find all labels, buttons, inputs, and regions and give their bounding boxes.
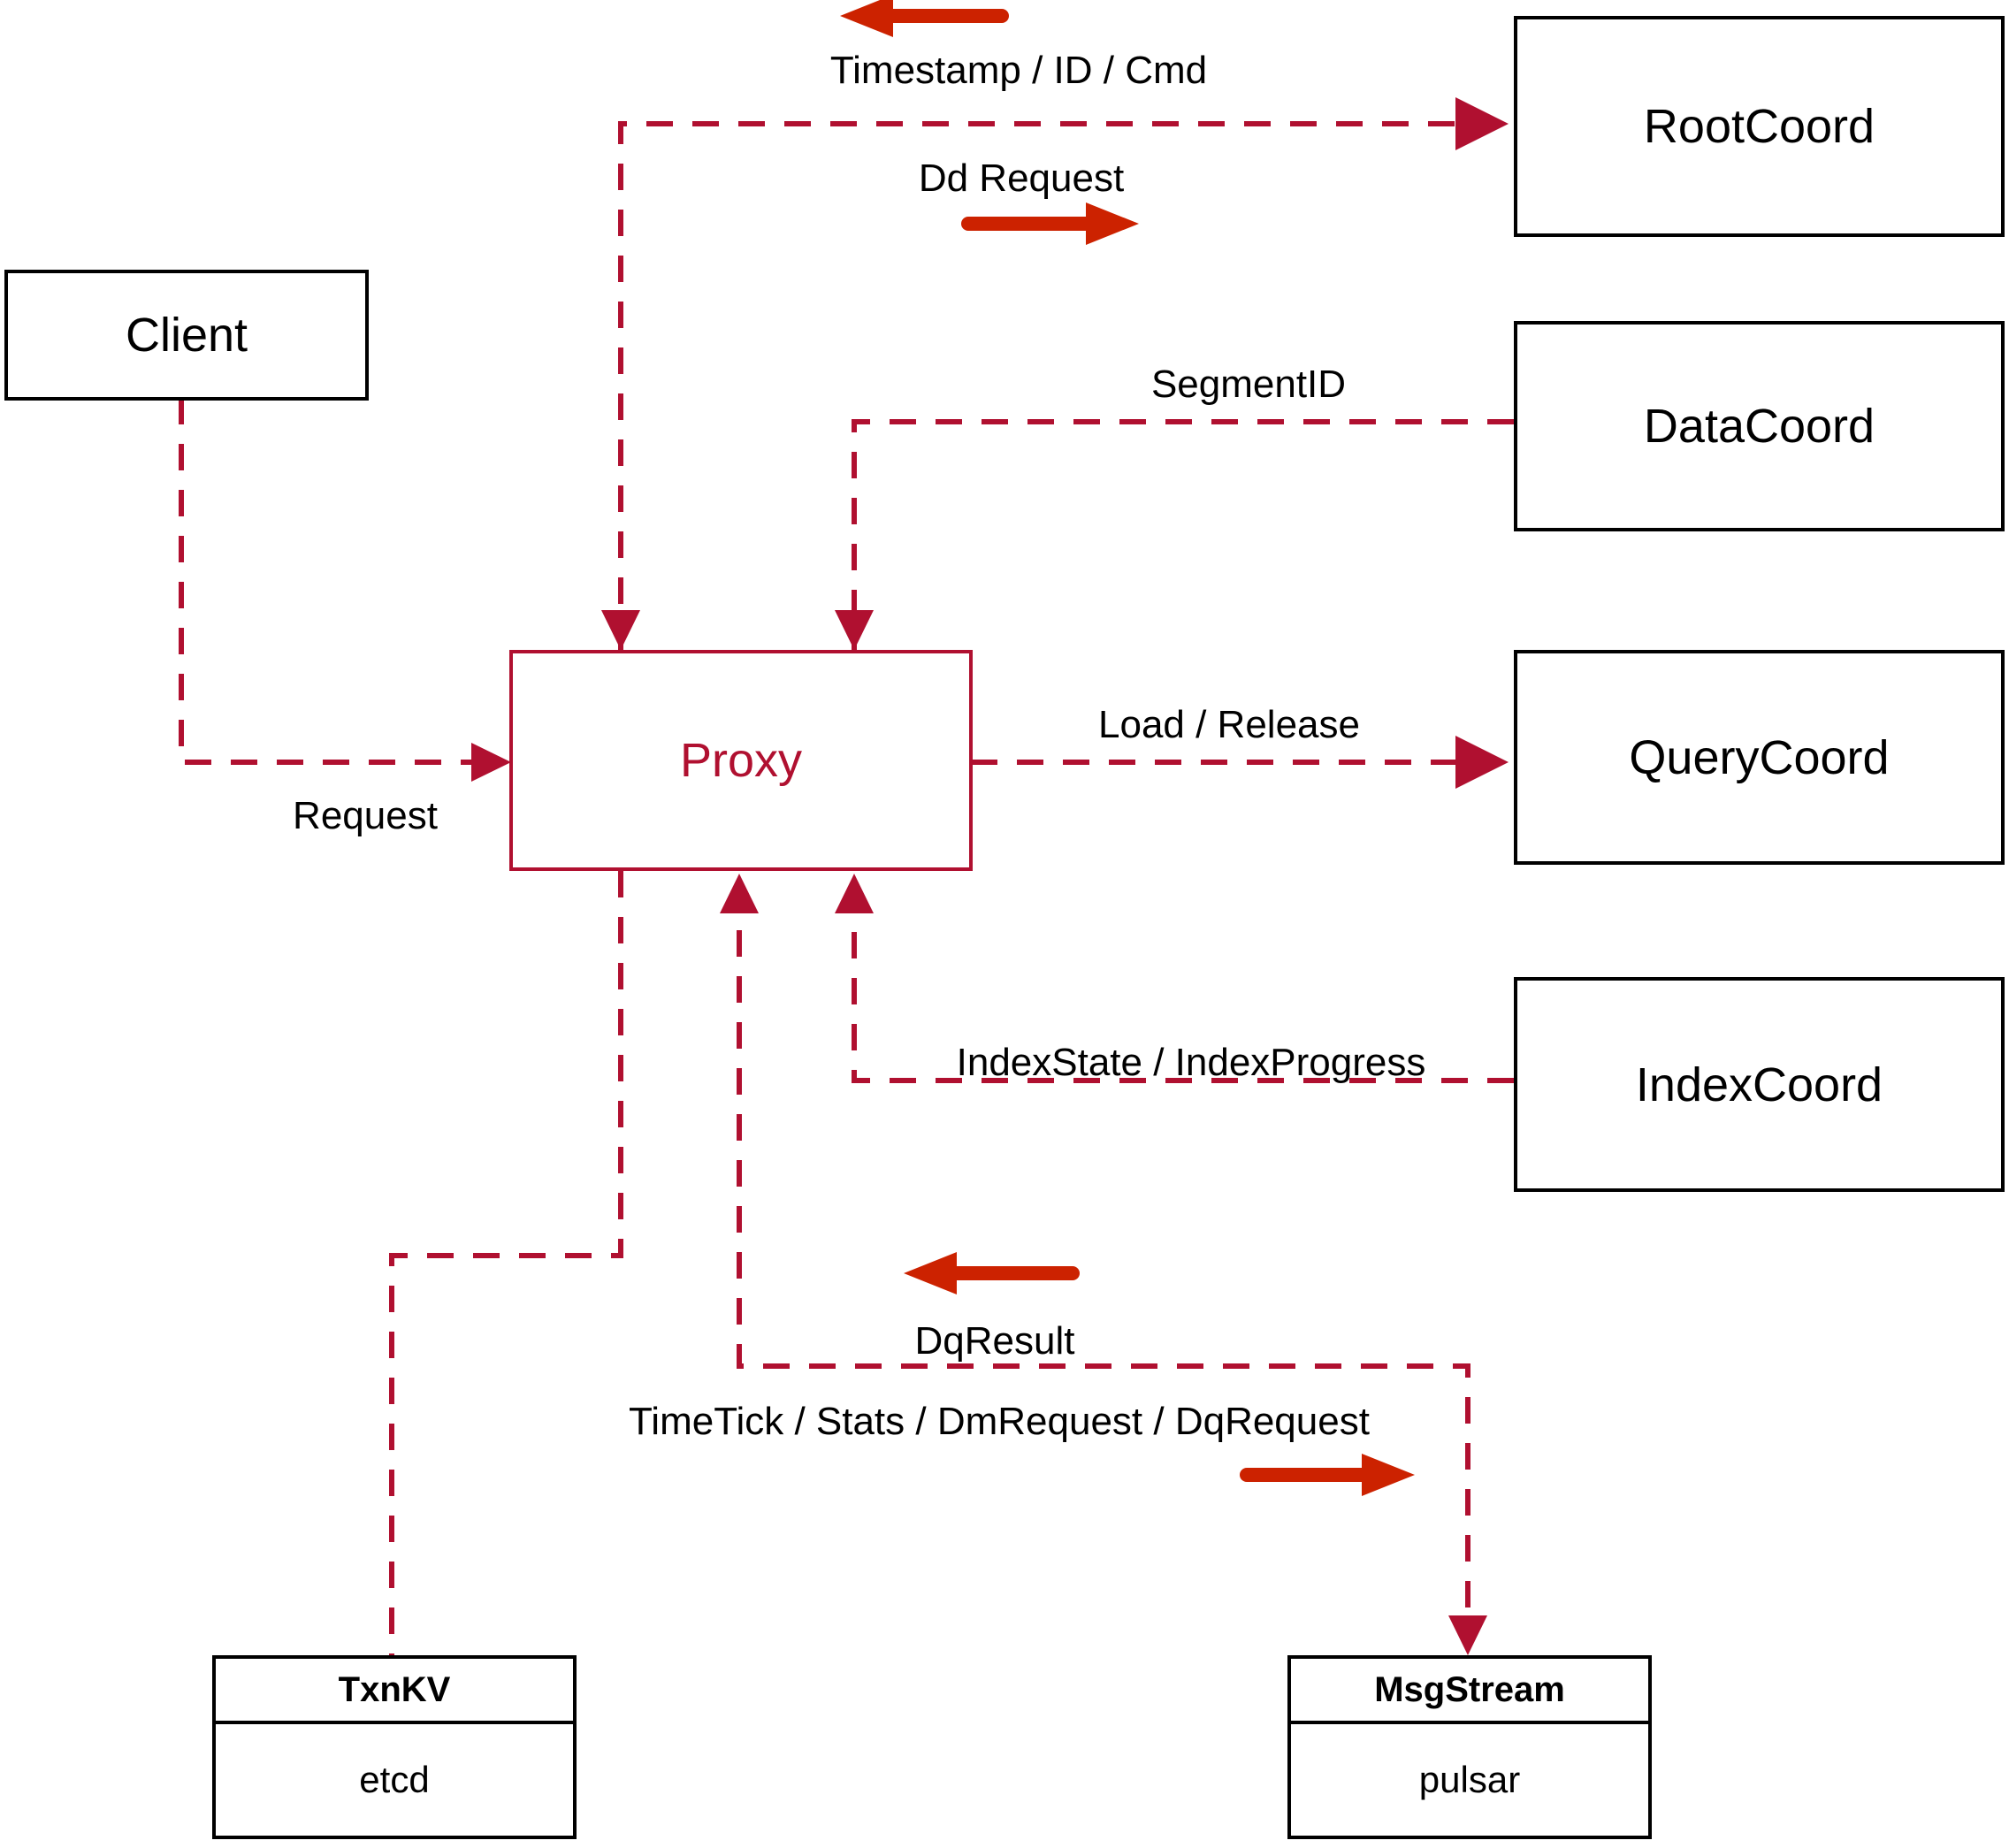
store-msgstream[interactable]: MsgStream pulsar <box>1287 1655 1652 1839</box>
store-msgstream-body: pulsar <box>1291 1724 1648 1836</box>
store-txnkv-body: etcd <box>216 1724 573 1836</box>
bold-arrow-dd-request-right <box>961 202 1139 245</box>
arrowhead-proxy-into-msgstream <box>1448 1615 1487 1655</box>
arrowhead-msgstream-into-proxy <box>720 874 759 913</box>
bold-arrow-dqresult-left <box>904 1252 1080 1294</box>
store-msgstream-body-label: pulsar <box>1418 1759 1521 1800</box>
edge-label-request: Request <box>293 794 438 837</box>
node-rootcoord[interactable]: RootCoord <box>1514 16 2005 237</box>
store-txnkv-header: TxnKV <box>216 1659 573 1724</box>
node-rootcoord-label: RootCoord <box>1643 100 1875 153</box>
edge-label-segmentid: SegmentID <box>1150 363 1347 406</box>
node-querycoord-label: QueryCoord <box>1629 730 1890 784</box>
edge-msgstream-to-proxy <box>737 884 1470 1643</box>
node-proxy-label: Proxy <box>679 734 803 787</box>
arrowhead-indexcoord-into-proxy <box>835 874 874 913</box>
node-datacoord[interactable]: DataCoord <box>1514 321 2005 531</box>
edge-label-dd-request: Dd Request <box>918 157 1125 200</box>
bold-arrow-timestamp-left <box>840 0 1009 37</box>
store-txnkv[interactable]: TxnKV etcd <box>212 1655 577 1839</box>
edge-proxy-to-txnkv <box>389 871 623 1655</box>
node-client-label: Client <box>125 309 248 362</box>
edge-label-index-state: IndexState / IndexProgress <box>956 1041 1426 1084</box>
edge-label-timetick-stats: TimeTick / Stats / DmRequest / DqRequest <box>629 1400 1370 1443</box>
edge-label-dq-result: DqResult <box>914 1319 1075 1363</box>
node-indexcoord-label: IndexCoord <box>1635 1058 1883 1111</box>
store-txnkv-body-label: etcd <box>359 1759 430 1800</box>
store-txnkv-header-label: TxnKV <box>338 1669 451 1709</box>
arrowhead-client-into-proxy <box>471 743 511 782</box>
node-datacoord-label: DataCoord <box>1643 400 1875 453</box>
edge-proxy-to-rootcoord <box>618 97 1509 650</box>
edge-indexcoord-to-proxy <box>852 884 1514 1083</box>
bold-arrow-timetick-right <box>1240 1454 1415 1496</box>
edge-label-timestamp-id-cmd: Timestamp / ID / Cmd <box>829 49 1208 92</box>
arrowhead-datacoord-into-proxy <box>835 610 874 650</box>
store-msgstream-header-label: MsgStream <box>1374 1669 1565 1709</box>
arrowhead-rootcoord-to-proxy <box>601 610 640 650</box>
node-proxy[interactable]: Proxy <box>509 650 973 871</box>
node-indexcoord[interactable]: IndexCoord <box>1514 977 2005 1192</box>
store-msgstream-header: MsgStream <box>1291 1659 1648 1724</box>
edge-datacoord-to-proxy <box>852 419 1514 650</box>
node-client[interactable]: Client <box>4 270 369 401</box>
node-querycoord[interactable]: QueryCoord <box>1514 650 2005 865</box>
edge-client-to-proxy <box>179 398 491 765</box>
edge-label-load-release: Load / Release <box>1098 703 1360 746</box>
